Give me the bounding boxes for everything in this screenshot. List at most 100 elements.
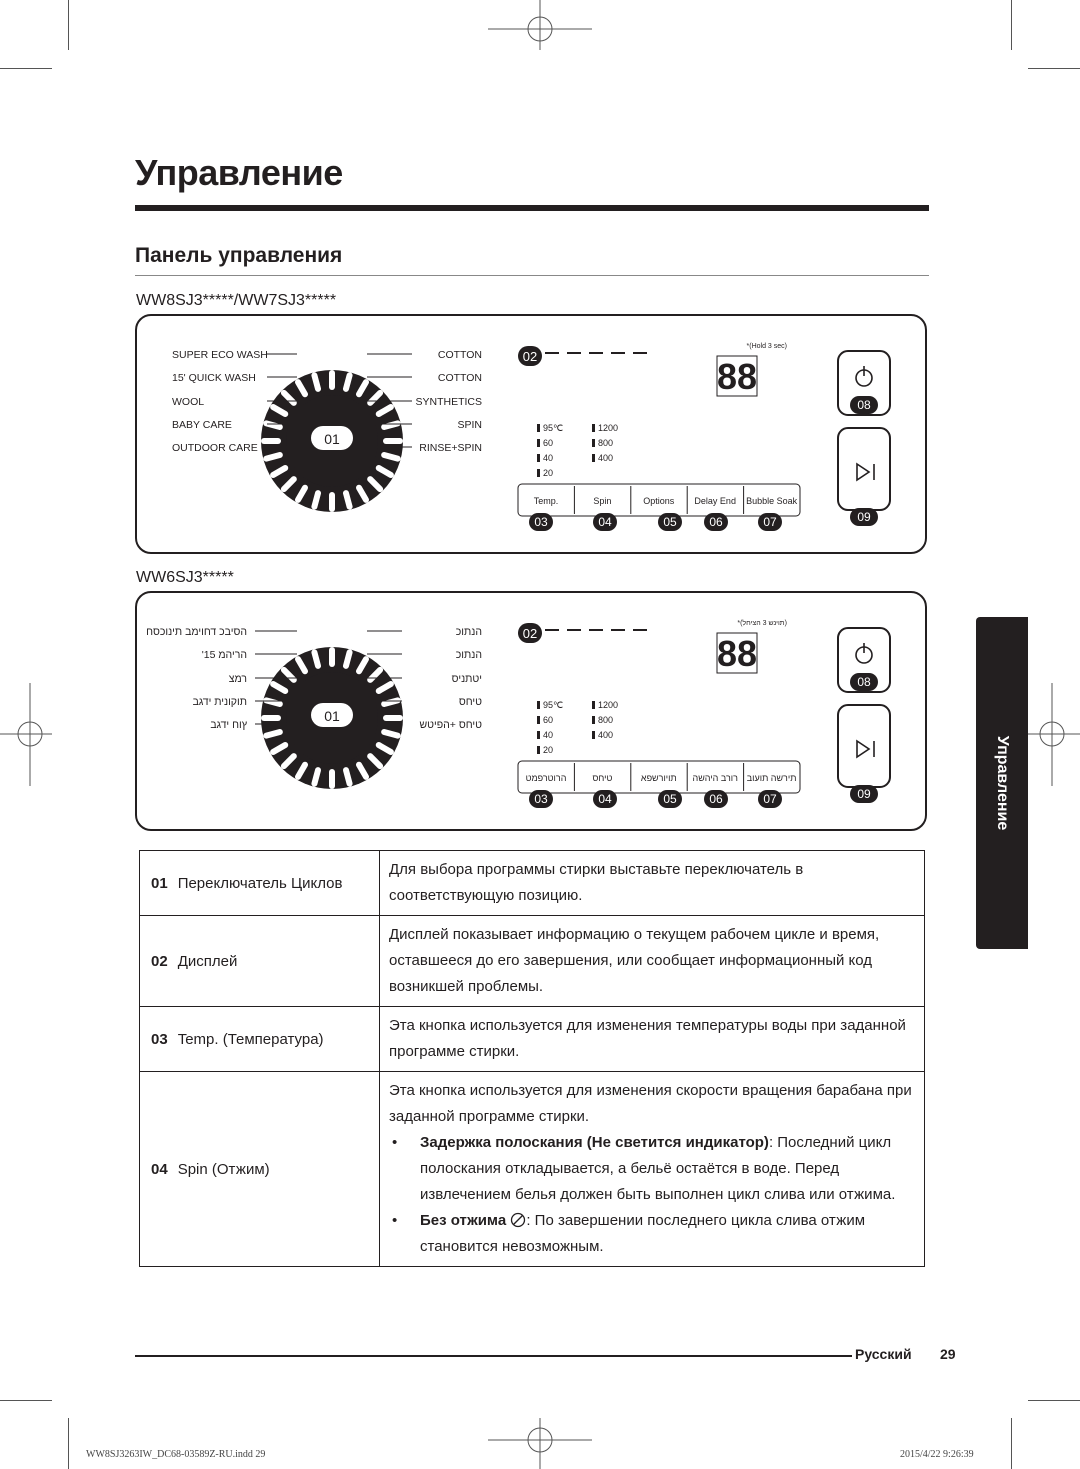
program-label-left: OUTDOOR CARE bbox=[172, 442, 258, 454]
row-number: 02 bbox=[151, 952, 168, 970]
temp-label: 95℃ bbox=[543, 700, 563, 710]
knob-tick bbox=[356, 761, 369, 780]
program-label-left: WOOL bbox=[172, 396, 204, 408]
temp-label: 95℃ bbox=[543, 423, 563, 433]
callout-badge bbox=[593, 513, 617, 531]
spin-led bbox=[592, 424, 595, 432]
panel-button-label: טיחס bbox=[592, 773, 612, 783]
callout-badge bbox=[758, 513, 782, 531]
callout-number: 05 bbox=[663, 792, 677, 806]
program-label-left: הסיבכ דחוימב תינוכסח bbox=[146, 626, 247, 638]
callout-01: 01 bbox=[324, 708, 340, 724]
knob-tick bbox=[342, 490, 353, 510]
spin-led bbox=[592, 439, 595, 447]
title-rule bbox=[135, 205, 929, 211]
program-label-left: '15 הריהמ bbox=[202, 649, 247, 661]
spin-label: 400 bbox=[598, 730, 613, 740]
knob-tick bbox=[375, 465, 394, 478]
knob-tick bbox=[311, 372, 322, 392]
spin-led bbox=[592, 454, 595, 462]
crop-mark bbox=[1028, 68, 1080, 69]
knob-tick bbox=[270, 404, 289, 417]
knob-tick bbox=[356, 379, 369, 398]
callout-badge bbox=[311, 426, 353, 450]
control-panel-b: 01 הסיבכ דחוימב תינוכסח '15 הריהמ רמצ תוקוני… bbox=[135, 591, 927, 831]
hold-note: *(Hold 3 sec) bbox=[747, 343, 787, 350]
callout-badge bbox=[518, 623, 542, 643]
button-strip bbox=[517, 483, 801, 517]
knob-tick bbox=[381, 451, 401, 462]
temp-label: 40 bbox=[543, 453, 553, 463]
knob-tick bbox=[270, 742, 289, 755]
button-strip bbox=[517, 760, 801, 794]
spin-label: 400 bbox=[598, 453, 613, 463]
panel-button-label: Bubble Soak bbox=[746, 496, 798, 506]
temp-label: 60 bbox=[543, 438, 553, 448]
callout-number: 03 bbox=[534, 792, 548, 806]
callout-badge bbox=[758, 790, 782, 808]
temp-label: 60 bbox=[543, 715, 553, 725]
knob-tick bbox=[356, 484, 369, 503]
temp-label: 20 bbox=[543, 468, 553, 478]
program-label-right: SYNTHETICS bbox=[415, 396, 482, 408]
spin-label: 800 bbox=[598, 715, 613, 725]
callout-badge bbox=[850, 396, 878, 414]
knob-tick bbox=[280, 753, 297, 770]
temp-led bbox=[537, 454, 540, 462]
program-label-left: SUPER ECO WASH bbox=[172, 349, 268, 361]
row-number: 04 bbox=[151, 1160, 168, 1178]
display-segment bbox=[611, 352, 625, 354]
temp-label: 20 bbox=[543, 745, 553, 755]
callout-badge bbox=[658, 790, 682, 808]
callout-09: 09 bbox=[857, 787, 871, 801]
program-label-right: SPIN bbox=[457, 419, 482, 431]
spin-led bbox=[592, 731, 595, 739]
callout-badge bbox=[518, 346, 542, 366]
no-spin-icon bbox=[511, 1212, 526, 1228]
hold-note: *(תוינש 3 הציחל) bbox=[737, 619, 787, 627]
callout-number: 03 bbox=[534, 515, 548, 529]
temp-led bbox=[537, 424, 540, 432]
callout-number: 06 bbox=[709, 792, 723, 806]
row-name: Переключатель Циклов bbox=[177, 874, 343, 892]
row-name: Spin (Отжим) bbox=[177, 1160, 270, 1178]
knob-tick bbox=[295, 484, 308, 503]
bullet-text: : Последний цикл полоскания откладываетс… bbox=[420, 1134, 896, 1203]
knob-tick bbox=[381, 728, 401, 739]
program-label-left: תוקונית ידגב bbox=[193, 696, 247, 708]
temp-led bbox=[537, 731, 540, 739]
temp-led bbox=[537, 716, 540, 724]
program-label-left: רמצ bbox=[229, 673, 247, 685]
display-segment bbox=[589, 352, 603, 354]
row-description: Дисплей показывает информацию о текущем … bbox=[389, 926, 880, 995]
knob-tick bbox=[311, 649, 322, 669]
knob-tick bbox=[295, 379, 308, 398]
panel-drawing: 01 הסיבכ דחוימב תינוכסח '15 הריהמ רמצ תוקוני… bbox=[146, 619, 891, 808]
panel-button-label: Spin bbox=[593, 496, 611, 506]
spin-label: 1200 bbox=[598, 700, 618, 710]
callout-badge bbox=[704, 513, 728, 531]
program-label-right: COTTON bbox=[438, 349, 482, 361]
play-pause-icon bbox=[856, 462, 871, 482]
callout-02: 02 bbox=[523, 626, 537, 641]
program-label-left: BABY CARE bbox=[172, 419, 232, 431]
program-label-right: RINSE+SPIN bbox=[419, 442, 482, 454]
callout-badge bbox=[529, 513, 553, 531]
callout-01: 01 bbox=[324, 431, 340, 447]
display-digits: 88 bbox=[717, 356, 757, 397]
row-number: 03 bbox=[151, 1030, 168, 1048]
footer-rule bbox=[135, 1355, 852, 1357]
callout-number: 07 bbox=[763, 515, 777, 529]
crop-mark bbox=[68, 1418, 69, 1469]
display-segment bbox=[567, 352, 581, 354]
callout-badge bbox=[704, 790, 728, 808]
program-label-right: יטתניס bbox=[452, 673, 482, 685]
knob-tick bbox=[375, 681, 394, 694]
display-segment bbox=[633, 629, 647, 631]
knob-tick bbox=[295, 761, 308, 780]
bullet-rinse-hold: Задержка полоскания (Не светится индикат… bbox=[389, 1130, 916, 1208]
